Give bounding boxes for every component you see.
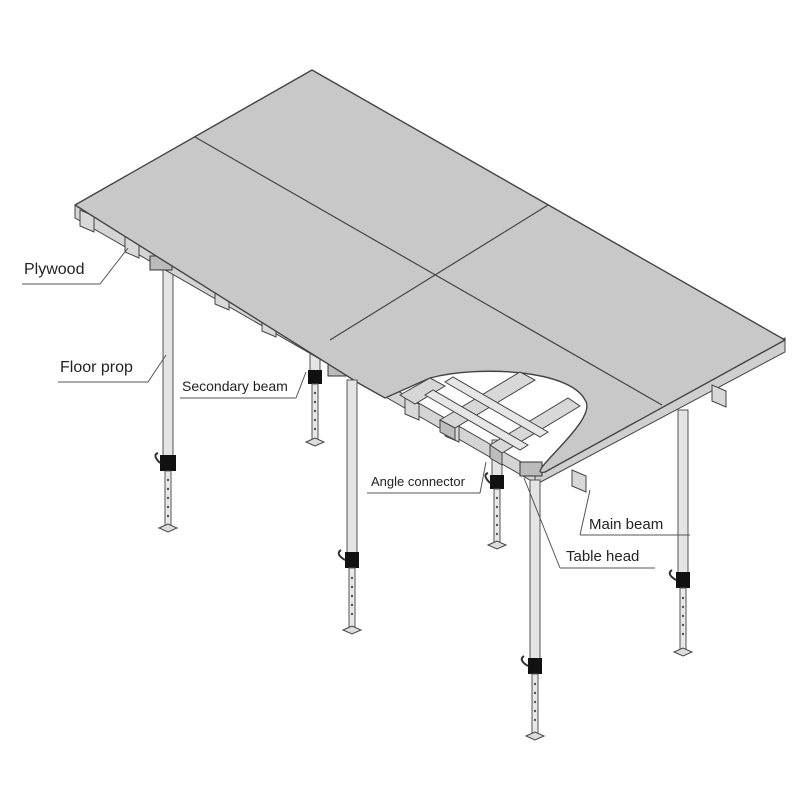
label-main-beam: Main beam [589,516,664,533]
plywood-slab [74,69,786,473]
leader-plywood [22,247,129,285]
leader-lines [22,247,690,569]
label-floor-prop: Floor prop [60,359,133,376]
leader-secondary-beam [180,371,307,399]
plywood-seam-1 [194,136,663,406]
label-secondary-beam: Secondary beam [182,378,288,394]
floor-prop-3 [337,379,363,635]
label-plywood: Plywood [24,261,85,278]
floor-prop-6 [668,409,694,657]
leader-floor-prop [58,354,167,383]
label-angle-connector: Angle connector [371,474,465,489]
floor-prop-2 [304,344,326,447]
floor-prop-5 [520,479,546,741]
label-table-head: Table head [566,548,640,565]
plywood-seam-2 [329,204,549,341]
floor-prop-1 [154,269,179,533]
leader-angle-connector [367,461,487,494]
exposed-beams-cutaway [399,371,581,466]
